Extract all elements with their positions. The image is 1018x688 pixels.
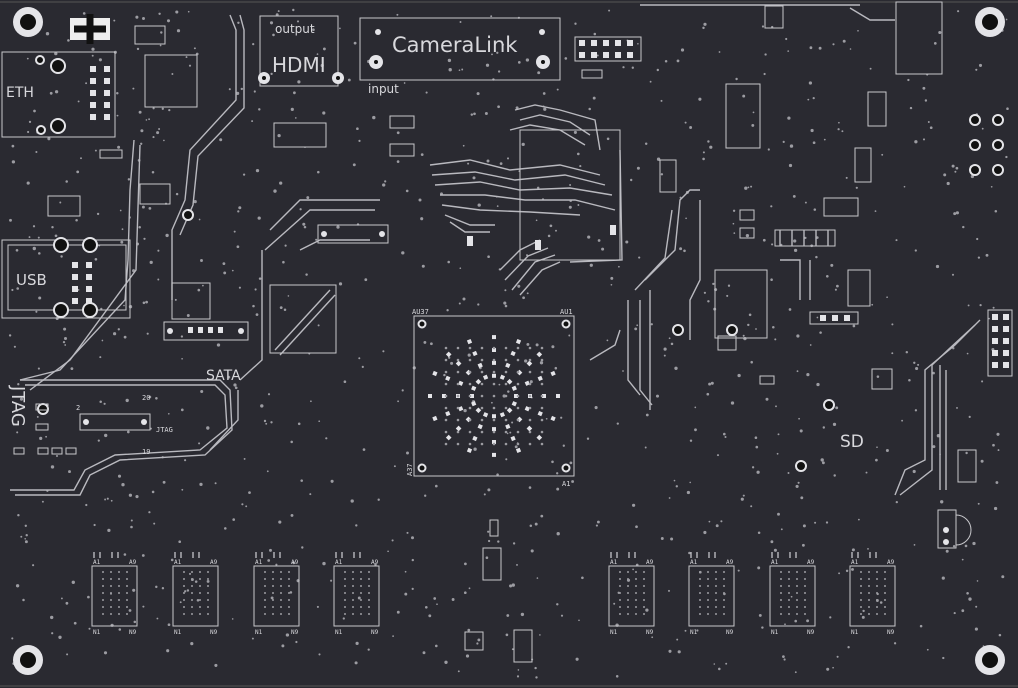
memory-chip-pin-label: N9 xyxy=(646,629,654,636)
memory-chip-pin-label: A1 xyxy=(174,559,182,566)
memory-chip-outline xyxy=(91,565,138,627)
memory-chip-pin-label: N1 xyxy=(610,629,618,636)
memory-chip-outline xyxy=(688,565,735,627)
memory-chip-pin-label: N1 xyxy=(255,629,263,636)
memory-chip-pin-label: A9 xyxy=(210,559,218,566)
jtag-pin2: 2 xyxy=(76,404,80,412)
cameralink-input-label: input xyxy=(368,82,399,96)
sd-label: SD xyxy=(840,432,864,452)
hdmi-label: HDMI xyxy=(272,53,326,77)
memory-chip-outline xyxy=(172,565,219,627)
passive-components xyxy=(35,1,977,663)
usb-connector: USB xyxy=(1,237,131,319)
sata-label: SATA xyxy=(206,368,241,384)
memory-chip-outline xyxy=(253,565,300,627)
memory-chip-pin-label: A1 xyxy=(255,559,263,566)
memory-chip-pin-label: A1 xyxy=(335,559,343,566)
jtag-pin19: 19 xyxy=(142,448,150,456)
memory-chip-pin-label: N9 xyxy=(291,629,299,636)
memory-chip-pin-label: N9 xyxy=(887,629,895,636)
bga-au37-label: AU37 xyxy=(412,308,429,316)
hdmi-output-label: output xyxy=(275,22,315,36)
memory-chip-pin-label: A1 xyxy=(93,559,101,566)
memory-chip-pin-label: A1 xyxy=(851,559,859,566)
memory-chip-pin-label: N1 xyxy=(851,629,859,636)
memory-chip-pin-label: N9 xyxy=(210,629,218,636)
cameralink-connector: CameraLink input xyxy=(359,17,561,96)
bga-au1-label: AU1 xyxy=(560,308,573,316)
jtag-label: JTAG xyxy=(7,385,28,427)
cameralink-label: CameraLink xyxy=(392,33,518,57)
memory-chip-pin-label: A1 xyxy=(690,559,698,566)
memory-chip-outline xyxy=(333,565,380,627)
memory-chip-pin-label: A9 xyxy=(129,559,137,566)
memory-chip-pin-label: A9 xyxy=(887,559,895,566)
memory-chip-pin-label: A9 xyxy=(291,559,299,566)
memory-chip-outline xyxy=(849,565,896,627)
memory-chip-pin-label: N9 xyxy=(726,629,734,636)
jtag-chip-label: JTAG xyxy=(156,426,173,434)
pin-header-top xyxy=(574,36,642,79)
jtag-connector: JTAG 2 20 19 JTAG xyxy=(7,385,173,456)
fpga-bga: AU37 AU1 A37 A1 xyxy=(406,308,575,488)
memory-chip-pin-label: N9 xyxy=(807,629,815,636)
memory-chip-pin-label: N1 xyxy=(174,629,182,636)
bga-a1-label: A1 xyxy=(562,480,570,488)
memory-chip-pin-label: N1 xyxy=(771,629,779,636)
memory-chip-pin-label: N1 xyxy=(690,629,698,636)
memory-chip-pin-label: N9 xyxy=(371,629,379,636)
signal-traces xyxy=(10,4,981,496)
memory-chip-pin-label: N1 xyxy=(335,629,343,636)
jtag-pin20: 20 xyxy=(142,394,150,402)
memory-chip-pin-label: A1 xyxy=(610,559,618,566)
memory-chip-pin-label: A1 xyxy=(771,559,779,566)
bga-fanout xyxy=(428,335,560,457)
memory-chip-pin-label: A9 xyxy=(371,559,379,566)
sata-connector: SATA xyxy=(163,321,249,384)
mounting-holes xyxy=(13,7,1005,675)
memory-chip-pin-label: A9 xyxy=(726,559,734,566)
memory-chip-outline xyxy=(608,565,655,627)
via-field xyxy=(8,8,1009,679)
pin-header-right xyxy=(969,114,1013,377)
usb-label: USB xyxy=(16,271,47,289)
memory-chip-pin-label: N1 xyxy=(93,629,101,636)
memory-chip-pin-label: A9 xyxy=(646,559,654,566)
cameralink-fanout xyxy=(429,104,623,296)
bga-a37-label: A37 xyxy=(406,463,414,476)
eth-connector: ETH xyxy=(1,51,116,138)
hdmi-connector: output HDMI xyxy=(258,15,344,87)
eth-label: ETH xyxy=(6,85,34,101)
memory-chip-pin-label: N9 xyxy=(129,629,137,636)
memory-chip-outline xyxy=(769,565,816,627)
memory-chip-pin-label: A9 xyxy=(807,559,815,566)
